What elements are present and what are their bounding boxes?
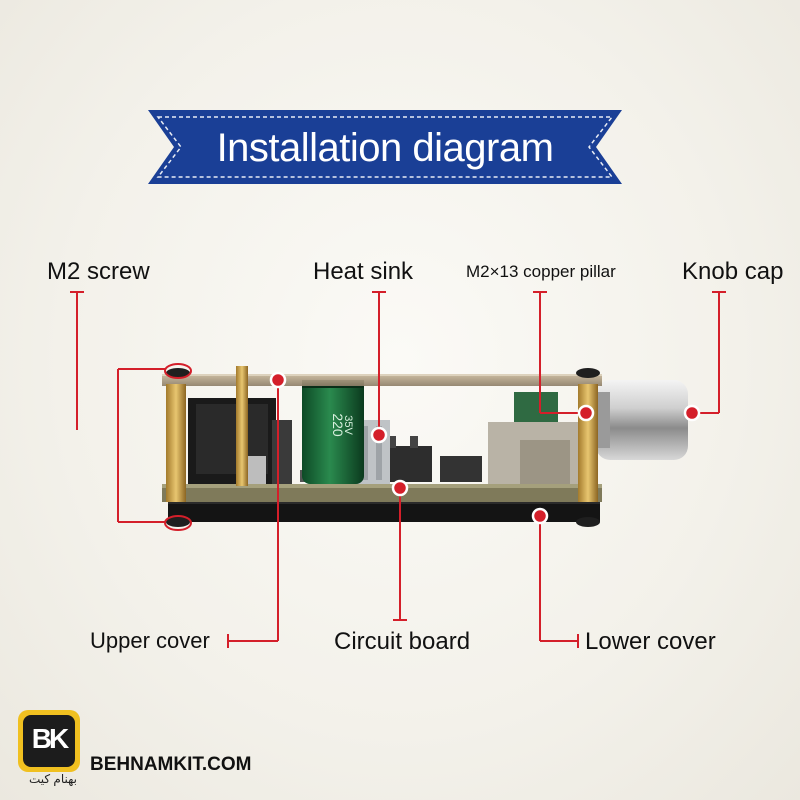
label-m2-screw: M2 screw [47, 258, 150, 285]
brand-name-fa: بهنام کیت [28, 772, 78, 786]
copper-pillar-right [578, 384, 598, 502]
screw-bottom-right [576, 517, 600, 527]
brand-site: BEHNAMKIT.COM [90, 754, 252, 775]
copper-pillar-left [166, 384, 186, 502]
banner-title: Installation diagram [216, 125, 554, 170]
callout-dot-upper-cover [269, 371, 287, 389]
capacitor-marking-2: 35V [342, 415, 354, 435]
potentiometer [488, 392, 584, 484]
label-heat-sink: Heat sink [313, 258, 414, 285]
screw-bottom-left [166, 517, 190, 527]
callout-dot-copper-pillar [577, 404, 595, 422]
label-upper-cover: Upper cover [90, 628, 210, 653]
callout-dot-heat-sink [370, 426, 388, 444]
label-circuit-board: Circuit board [334, 628, 471, 655]
upper-cover [162, 374, 602, 386]
label-lower-cover: Lower cover [585, 628, 716, 655]
screw-top-left [166, 368, 190, 378]
callout-dot-circuit-board [391, 479, 409, 497]
capacitor: 220 35V [302, 380, 364, 484]
callout-lines [70, 291, 726, 648]
screw-top-right [576, 368, 600, 378]
callout-dot-lower-cover [531, 507, 549, 525]
brand-logo-text: BK [31, 723, 69, 754]
capacitor-marking-1: 220 [330, 413, 346, 437]
brand-logo: BK [18, 710, 80, 772]
knob-cap [596, 380, 688, 460]
copper-pillar-mid [236, 366, 248, 486]
label-copper-pillar: M2×13 copper pillar [466, 262, 616, 281]
circuit-board [162, 436, 602, 502]
label-knob-cap: Knob cap [682, 258, 784, 285]
callout-dot-knob-cap [683, 404, 701, 422]
input-connector [188, 398, 292, 484]
